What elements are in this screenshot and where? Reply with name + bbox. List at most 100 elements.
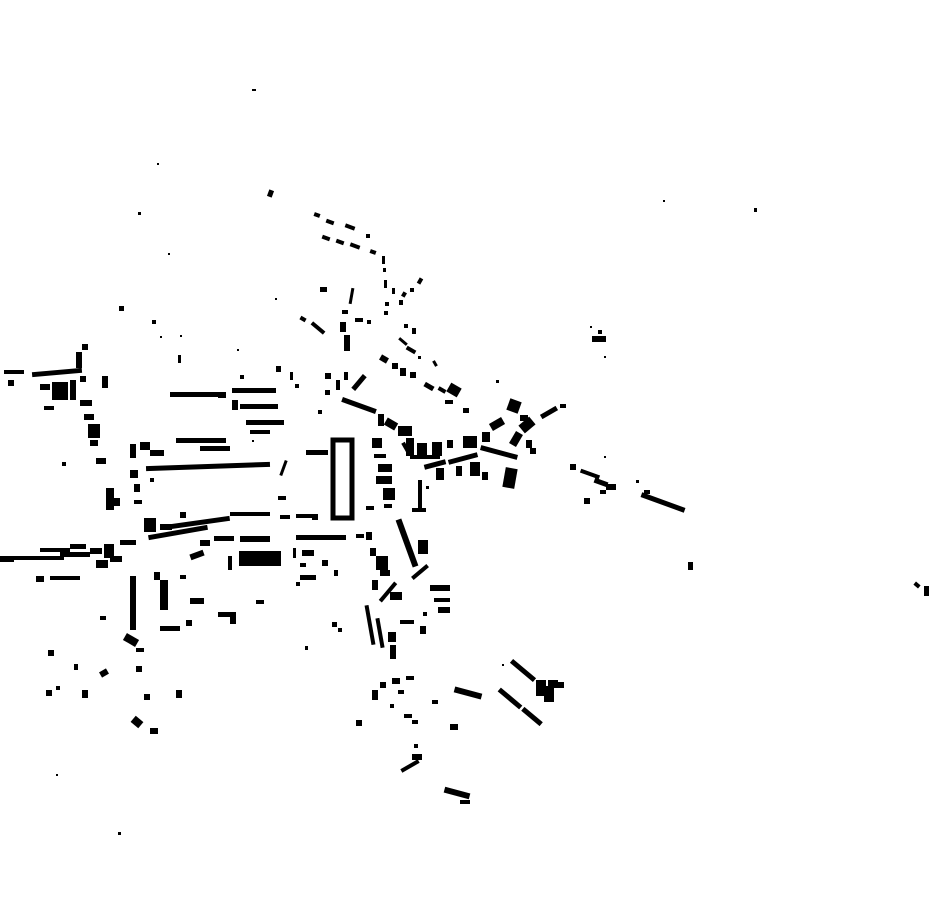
- building-footprint: [176, 438, 226, 443]
- building-footprint: [416, 277, 424, 285]
- building-footprint: [344, 223, 356, 231]
- building-footprint: [432, 360, 438, 367]
- building-footprint: [417, 443, 427, 457]
- building-footprint: [411, 564, 429, 580]
- building-footprint: [496, 380, 499, 383]
- building-footprint: [88, 424, 100, 438]
- building-footprint: [305, 646, 308, 650]
- building-footprint: [404, 714, 412, 718]
- building-footprint: [434, 598, 450, 602]
- building-footprint: [447, 452, 479, 465]
- building-footprint: [56, 686, 60, 690]
- building-footprint: [453, 686, 483, 700]
- building-footprint: [99, 668, 109, 678]
- building-footprint: [530, 448, 536, 454]
- building-footprint: [488, 417, 506, 431]
- building-footprint: [8, 380, 14, 386]
- building-footprint: [342, 310, 348, 314]
- building-footprint: [600, 490, 606, 494]
- building-footprint: [406, 676, 414, 680]
- building-footprint: [370, 548, 376, 556]
- building-footprint: [390, 592, 402, 600]
- building-footprint: [539, 405, 559, 420]
- building-footprint: [150, 450, 164, 456]
- building-footprint: [130, 470, 138, 478]
- building-footprint: [418, 540, 428, 554]
- building-footprint: [344, 372, 348, 380]
- building-footprint: [290, 372, 293, 380]
- building-footprint: [521, 706, 543, 727]
- building-footprint: [423, 381, 435, 392]
- building-footprint: [114, 498, 120, 506]
- building-footprint: [355, 318, 363, 322]
- building-footprint: [296, 582, 300, 586]
- building-footprint: [170, 392, 220, 397]
- building-footprint: [138, 212, 141, 215]
- building-footprint: [356, 720, 362, 726]
- building-footprint: [0, 556, 14, 562]
- building-footprint: [351, 373, 367, 392]
- building-footprint: [252, 89, 256, 91]
- building-footprint: [232, 388, 276, 393]
- building-footprint: [325, 373, 331, 379]
- building-footprint: [80, 400, 92, 406]
- building-footprint: [36, 576, 44, 582]
- building-footprint: [279, 459, 288, 477]
- building-footprint: [509, 430, 523, 448]
- building-footprint: [52, 382, 68, 400]
- building-footprint: [383, 268, 386, 272]
- building-footprint: [130, 715, 144, 729]
- building-footprint: [130, 444, 136, 458]
- building-footprint: [152, 320, 156, 324]
- building-footprint: [335, 238, 345, 246]
- building-footprint: [160, 626, 180, 631]
- building-footprint: [383, 488, 395, 500]
- building-footprint: [378, 464, 392, 472]
- building-footprint: [463, 436, 477, 448]
- building-footprint: [383, 417, 399, 431]
- building-footprint: [130, 600, 136, 630]
- building-footprint: [338, 628, 342, 632]
- building-footprint: [180, 512, 186, 518]
- building-footprint: [82, 690, 88, 698]
- building-footprint: [90, 440, 98, 446]
- building-footprint: [924, 586, 929, 596]
- building-footprint: [214, 536, 234, 541]
- building-footprint: [376, 556, 388, 570]
- building-footprint: [157, 163, 159, 165]
- building-footprint: [446, 382, 462, 398]
- building-footprint: [276, 366, 281, 372]
- building-footprint: [320, 287, 327, 292]
- building-footprint: [390, 704, 394, 708]
- building-footprint: [378, 581, 398, 603]
- building-footprint: [688, 562, 693, 570]
- building-footprint: [438, 607, 450, 613]
- building-footprint: [180, 575, 186, 579]
- building-footprint: [526, 440, 532, 448]
- building-footprint: [482, 432, 490, 442]
- building-footprint: [374, 454, 386, 458]
- building-footprint: [380, 682, 386, 688]
- building-footprint: [382, 256, 385, 264]
- building-footprint: [275, 298, 277, 300]
- building-footprint: [76, 352, 82, 368]
- building-footprint: [169, 515, 231, 530]
- building-footprint: [144, 518, 156, 532]
- building-footprint: [200, 540, 210, 546]
- building-footprint: [412, 328, 416, 334]
- building-footprint: [189, 549, 205, 561]
- building-footprint: [480, 445, 518, 460]
- building-footprint: [190, 598, 204, 604]
- building-footprint: [456, 466, 462, 476]
- building-footprint: [325, 218, 335, 226]
- building-footprint: [148, 524, 208, 541]
- building-footprint: [130, 576, 136, 600]
- building-footprint: [295, 384, 299, 388]
- building-footprint: [140, 442, 150, 450]
- building-footprint: [509, 658, 537, 683]
- building-footprint: [384, 311, 388, 315]
- building-footprint: [548, 680, 558, 688]
- building-footprint: [372, 690, 378, 700]
- building-footprint: [4, 370, 24, 374]
